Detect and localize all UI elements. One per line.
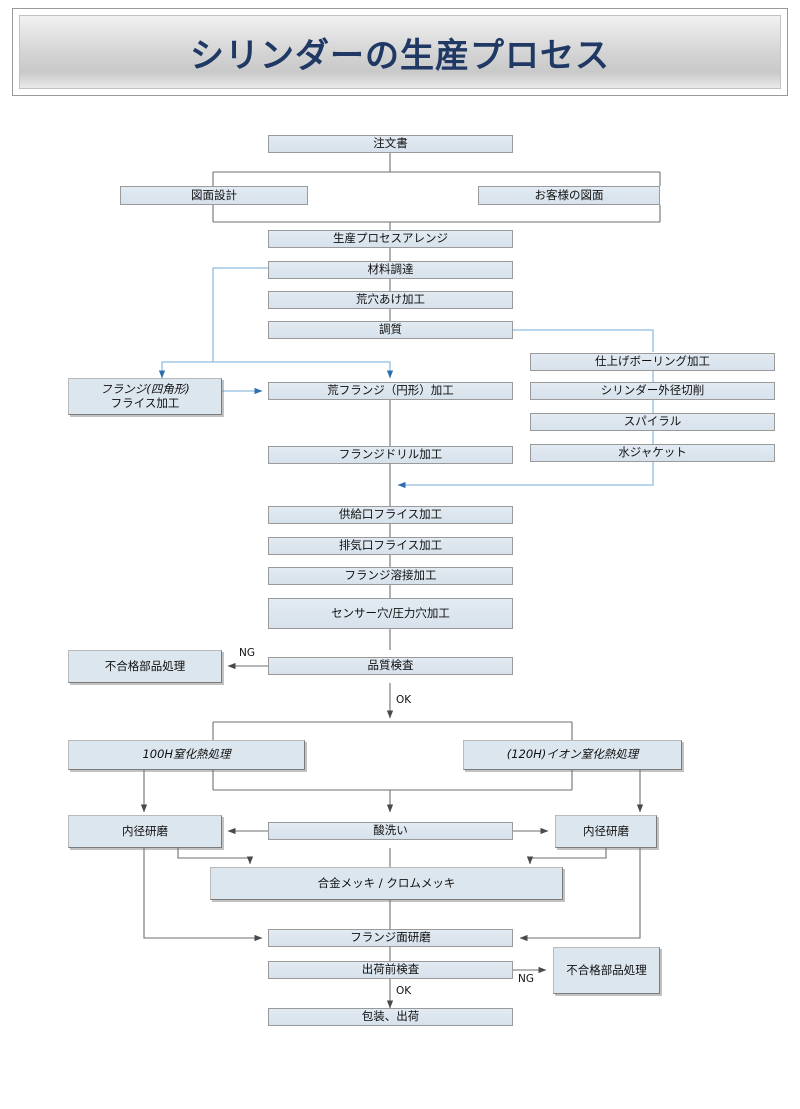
node-packing-shipping[interactable]: 包装、出荷 xyxy=(268,1008,513,1026)
node-plating[interactable]: 合金メッキ / クロムメッキ xyxy=(210,867,563,900)
node-pre-shipment-inspection[interactable]: 出荷前検査 xyxy=(268,961,513,979)
edge-label-ok-top: OK xyxy=(396,694,412,706)
node-reject-handling-bottom-label: 不合格部品処理 xyxy=(566,962,647,977)
node-tempering-label: 調質 xyxy=(379,322,402,337)
node-flange-welding[interactable]: フランジ溶接加工 xyxy=(268,567,513,585)
node-sensor-pressure-hole-label: センサー穴/圧力穴加工 xyxy=(331,605,450,620)
node-supply-port-milling[interactable]: 供給口フライス加工 xyxy=(268,506,513,524)
node-nitriding-100h-label: 100H窒化熱処理 xyxy=(142,747,231,762)
node-material-procurement[interactable]: 材料調達 xyxy=(268,261,513,279)
node-tempering[interactable]: 調質 xyxy=(268,321,513,339)
node-order-label: 注文書 xyxy=(373,136,408,151)
node-acid-wash[interactable]: 酸洗い xyxy=(268,822,513,840)
edge-label-ng-top: NG xyxy=(239,647,255,659)
node-flange-square-milling-line2: フライス加工 xyxy=(110,395,180,410)
edge-label-ok-bottom: OK xyxy=(396,985,412,997)
node-process-arrange[interactable]: 生産プロセスアレンジ xyxy=(268,230,513,248)
node-flange-face-grinding-label: フランジ面研磨 xyxy=(350,930,431,945)
node-finish-boring-label: 仕上げボーリング加工 xyxy=(595,354,710,369)
node-spiral[interactable]: スパイラル xyxy=(530,413,775,431)
node-exhaust-port-milling[interactable]: 排気口フライス加工 xyxy=(268,537,513,555)
node-rough-flange-round[interactable]: 荒フランジ（円形）加工 xyxy=(268,382,513,400)
node-customer-drawing[interactable]: お客様の図面 xyxy=(478,186,660,205)
node-packing-shipping-label: 包装、出荷 xyxy=(361,1009,420,1024)
node-cylinder-od-cutting[interactable]: シリンダー外径切削 xyxy=(530,382,775,400)
node-reject-handling-bottom[interactable]: 不合格部品処理 xyxy=(553,947,660,994)
node-process-arrange-label: 生産プロセスアレンジ xyxy=(333,231,448,246)
node-bore-grinding-right[interactable]: 内径研磨 xyxy=(555,815,657,848)
node-spiral-label: スパイラル xyxy=(623,414,682,429)
page-title: シリンダーの生産プロセス xyxy=(190,35,610,76)
gray-wires xyxy=(140,153,661,1009)
node-drawing-design-label: 図面設計 xyxy=(191,187,237,202)
node-quality-inspection-label: 品質検査 xyxy=(367,658,414,673)
node-drawing-design[interactable]: 図面設計 xyxy=(120,186,308,205)
node-customer-drawing-label: お客様の図面 xyxy=(534,187,604,202)
node-rough-drilling[interactable]: 荒穴あけ加工 xyxy=(268,291,513,309)
blue-wires xyxy=(158,267,654,489)
node-sensor-pressure-hole[interactable]: センサー穴/圧力穴加工 xyxy=(268,598,513,629)
title-banner: シリンダーの生産プロセス xyxy=(12,8,788,96)
edge-label-ng-bottom: NG xyxy=(518,973,534,985)
node-plating-label: 合金メッキ / クロムメッキ xyxy=(317,875,456,890)
title-banner-inner: シリンダーの生産プロセス xyxy=(19,15,781,89)
node-reject-handling-top[interactable]: 不合格部品処理 xyxy=(68,650,222,683)
node-ion-nitriding-120h-label: (120H)イオン窒化熱処理 xyxy=(506,747,639,762)
node-rough-drilling-label: 荒穴あけ加工 xyxy=(356,292,425,307)
node-flange-welding-label: フランジ溶接加工 xyxy=(344,568,437,583)
node-flange-square-milling-line1: フランジ(四角形) xyxy=(100,382,190,397)
node-water-jacket[interactable]: 水ジャケット xyxy=(530,444,775,462)
node-exhaust-port-milling-label: 排気口フライス加工 xyxy=(338,538,443,553)
node-flange-square-milling[interactable]: フランジ(四角形) フライス加工 xyxy=(68,378,222,415)
node-reject-handling-top-label: 不合格部品処理 xyxy=(104,658,186,673)
node-bore-grinding-left-label: 内径研磨 xyxy=(122,823,168,838)
node-pre-shipment-inspection-label: 出荷前検査 xyxy=(361,962,420,977)
node-acid-wash-label: 酸洗い xyxy=(373,823,408,838)
node-ion-nitriding-120h[interactable]: (120H)イオン窒化熱処理 xyxy=(463,740,682,770)
node-supply-port-milling-label: 供給口フライス加工 xyxy=(338,507,443,522)
node-material-procurement-label: 材料調達 xyxy=(367,262,414,277)
node-finish-boring[interactable]: 仕上げボーリング加工 xyxy=(530,353,775,371)
node-bore-grinding-right-label: 内径研磨 xyxy=(583,823,629,838)
node-order[interactable]: 注文書 xyxy=(268,135,513,153)
node-cylinder-od-cutting-label: シリンダー外径切削 xyxy=(600,383,705,398)
node-nitriding-100h[interactable]: 100H窒化熱処理 xyxy=(68,740,305,770)
node-rough-flange-round-label: 荒フランジ（円形）加工 xyxy=(327,383,454,398)
node-bore-grinding-left[interactable]: 内径研磨 xyxy=(68,815,222,848)
node-flange-face-grinding[interactable]: フランジ面研磨 xyxy=(268,929,513,947)
node-flange-drilling-label: フランジドリル加工 xyxy=(338,447,443,462)
node-water-jacket-label: 水ジャケット xyxy=(618,445,687,460)
node-quality-inspection[interactable]: 品質検査 xyxy=(268,657,513,675)
node-flange-drilling[interactable]: フランジドリル加工 xyxy=(268,446,513,464)
